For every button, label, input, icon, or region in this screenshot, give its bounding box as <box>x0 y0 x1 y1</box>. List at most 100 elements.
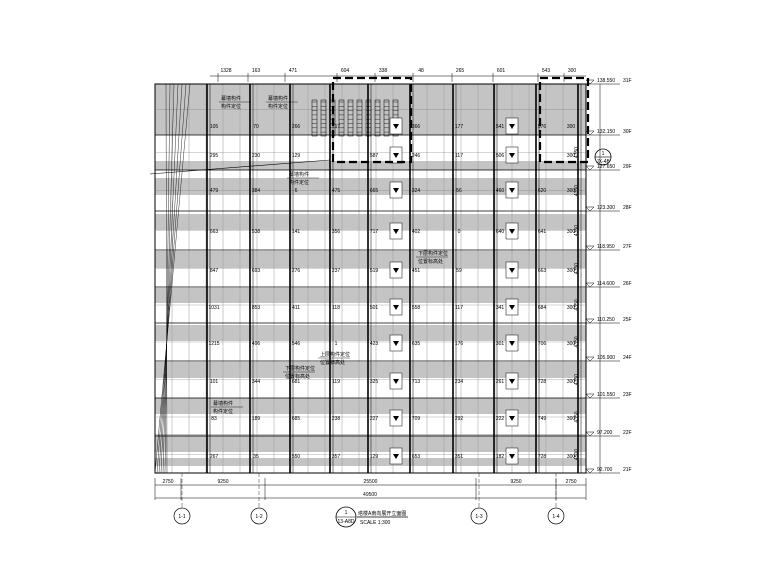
floor-label: 25F <box>623 317 632 323</box>
triangle-marker <box>393 268 399 273</box>
cell-value: 276 <box>292 268 301 274</box>
title-scale: SCALE 1:300 <box>360 520 391 526</box>
construction-line <box>158 83 183 474</box>
top-dim-value: 163 <box>252 68 261 74</box>
note-line1: 下层构件定位 <box>418 250 448 257</box>
top-dim-value: 601 <box>497 68 506 74</box>
cell-value: 717 <box>370 229 379 235</box>
construction-line <box>164 83 171 474</box>
cell-value: 587 <box>370 153 379 159</box>
cell-value: 693 <box>252 268 261 274</box>
cell-value: 344 <box>252 379 261 385</box>
triangle-marker <box>393 153 399 158</box>
cell-value: 749 <box>538 416 547 422</box>
cell-value: 460 <box>496 188 505 194</box>
louvre-panel <box>311 99 318 137</box>
elev-marker <box>585 245 595 251</box>
elev-value: 132.150 <box>597 129 615 135</box>
elev-marker <box>585 165 595 171</box>
bottom-dim-value: 2750 <box>162 479 173 485</box>
triangle-marker <box>393 188 399 193</box>
cell-value: 479 <box>210 188 219 194</box>
floor-label: 30F <box>623 129 632 135</box>
facade-outline <box>154 83 587 474</box>
cell-value: 129 <box>292 153 301 159</box>
cell-value: 300 <box>567 379 576 385</box>
triangle-marker <box>393 124 399 129</box>
construction-line <box>165 83 168 474</box>
note-line1: 幕墙构件 <box>289 171 309 178</box>
elev-value: 123.300 <box>597 205 615 211</box>
floor-band <box>155 434 586 452</box>
cell-value: 182 <box>496 454 505 460</box>
cell-value: 663 <box>210 229 219 235</box>
note-line1: 幕墙构件 <box>268 95 288 102</box>
louvre-panel <box>383 99 390 137</box>
cell-value: 35 <box>253 454 259 460</box>
floor-band <box>155 288 586 303</box>
title-text: 塔楼A南向展开立面图 <box>358 510 406 517</box>
cell-value: 1215 <box>208 341 219 347</box>
storey-height: 4350 <box>574 225 580 236</box>
cell-value: 238 <box>332 416 341 422</box>
cell-value: 300 <box>567 268 576 274</box>
cell-value: 541 <box>496 124 505 130</box>
cell-value: 847 <box>210 268 219 274</box>
title-block: 1 13-A8D 塔楼A南向展开立面图 SCALE 1:300 <box>335 506 408 528</box>
note-line2: 位置标高处 <box>285 373 310 380</box>
top-dim-value: 604 <box>341 68 350 74</box>
cell-value: 83 <box>211 416 217 422</box>
triangle-marker <box>393 229 399 234</box>
construction-line <box>160 83 179 474</box>
top-dim-value: 543 <box>542 68 551 74</box>
mullions <box>206 84 582 473</box>
louvre-panel <box>347 99 354 137</box>
cell-value: 423 <box>370 341 379 347</box>
cell-value: 117 <box>455 153 463 159</box>
triangle-marker <box>509 268 515 273</box>
cell-value: 324 <box>412 188 421 194</box>
cell-value: 713 <box>412 379 421 385</box>
triangle-marker <box>509 124 515 129</box>
floor-band <box>155 161 586 170</box>
elev-marker <box>585 356 595 362</box>
floor-label: 26F <box>623 281 632 287</box>
cell-value: 237 <box>332 268 341 274</box>
elev-value: 105.900 <box>597 355 615 361</box>
cell-value: 292 <box>455 416 464 422</box>
cell-value: 706 <box>538 341 547 347</box>
floor-label: 24F <box>623 355 632 361</box>
cell-value: 357 <box>332 454 341 460</box>
cell-value: 501 <box>370 305 379 311</box>
axis-label: 1-4 <box>552 514 559 520</box>
storey-height: 4350 <box>574 336 580 347</box>
triangle-marker <box>509 454 515 459</box>
cell-value: 230 <box>252 153 261 159</box>
cell-value: 366 <box>412 124 421 130</box>
top-dim-value: 1328 <box>220 68 231 74</box>
floor-label: 21F <box>623 467 632 473</box>
leader-line <box>149 159 331 175</box>
elev-marker <box>585 282 595 288</box>
cell-value: 176 <box>455 341 464 347</box>
cell-value: 538 <box>252 229 261 235</box>
top-dim-value: 265 <box>456 68 465 74</box>
dashed-box-left <box>331 76 413 164</box>
cell-value: 853 <box>252 305 261 311</box>
triangle-marker <box>509 379 515 384</box>
cell-value: 356 <box>332 229 341 235</box>
note-line1: 下层构件定位 <box>285 365 315 372</box>
elev-marker <box>585 393 595 399</box>
note-line1: 幕墙构件 <box>221 95 241 102</box>
cell-value: 635 <box>412 341 421 347</box>
top-dim-value: 300 <box>568 68 577 74</box>
axis-circle <box>547 507 565 525</box>
cell-value: 117 <box>455 305 463 311</box>
cell-value: 663 <box>538 268 547 274</box>
top-dim-value: 338 <box>379 68 388 74</box>
elev-marker <box>585 468 595 474</box>
